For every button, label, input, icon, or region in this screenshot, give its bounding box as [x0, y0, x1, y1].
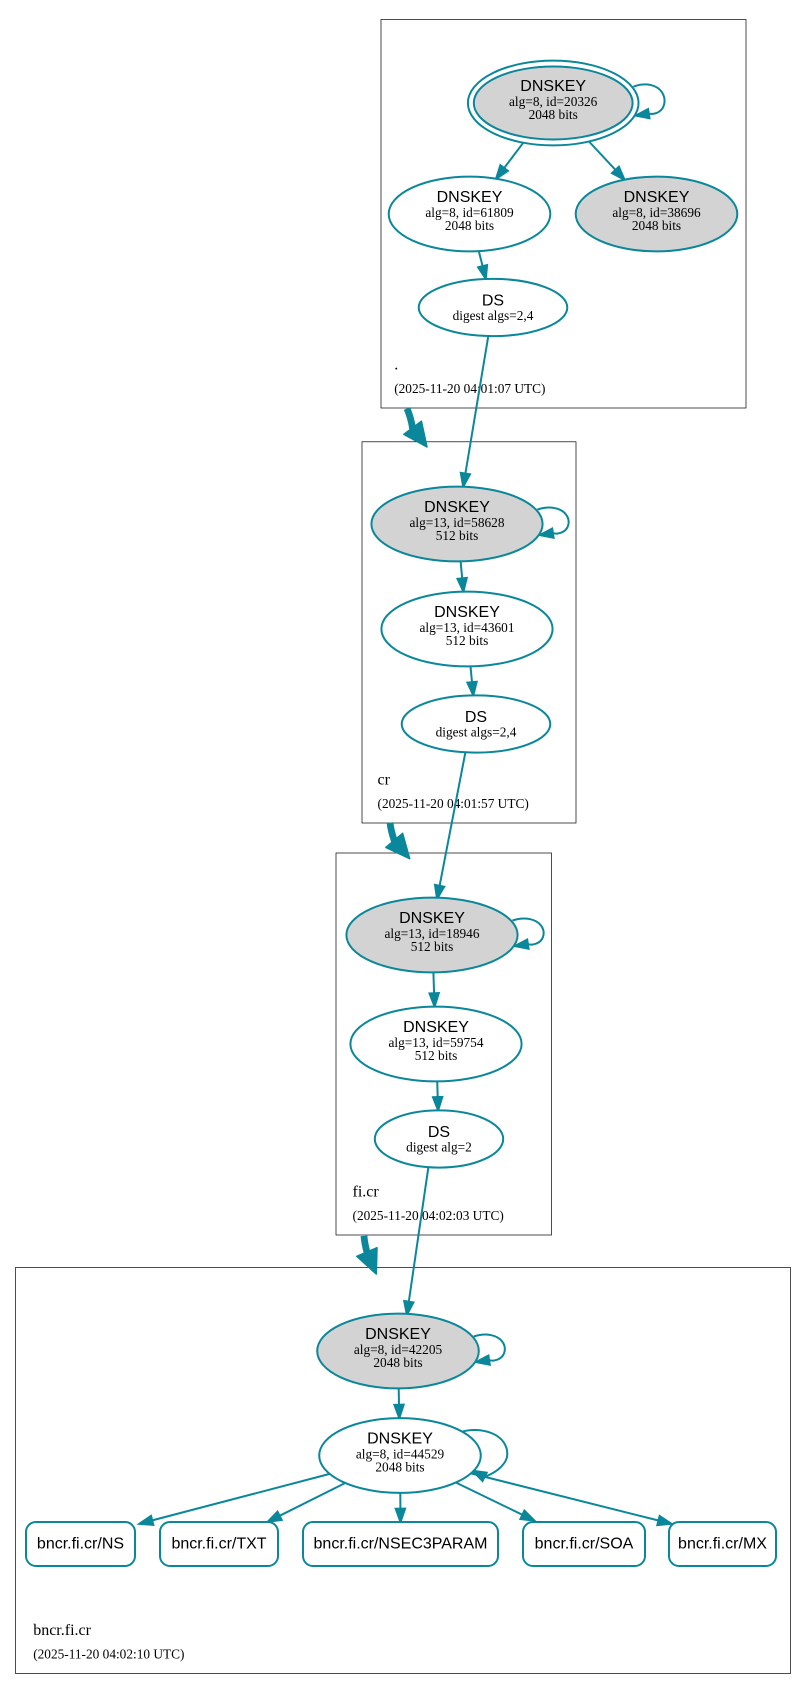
svg-text:512 bits: 512 bits — [411, 939, 454, 954]
svg-text:bncr.fi.cr/TXT: bncr.fi.cr/TXT — [171, 1536, 266, 1553]
svg-text:DS: DS — [428, 1124, 450, 1141]
svg-text:DNSKEY: DNSKEY — [403, 1019, 469, 1036]
svg-text:DNSKEY: DNSKEY — [367, 1430, 433, 1447]
svg-text:alg=8, id=44529: alg=8, id=44529 — [356, 1446, 445, 1461]
svg-text:DNSKEY: DNSKEY — [624, 189, 690, 206]
svg-text:digest alg=2: digest alg=2 — [406, 1139, 472, 1154]
svg-text:DS: DS — [482, 293, 504, 310]
svg-text:.: . — [394, 357, 398, 374]
svg-text:DNSKEY: DNSKEY — [437, 189, 503, 206]
svg-text:2048 bits: 2048 bits — [632, 218, 681, 233]
svg-text:alg=13, id=43601: alg=13, id=43601 — [420, 620, 515, 635]
svg-text:DNSKEY: DNSKEY — [434, 604, 500, 621]
svg-text:2048 bits: 2048 bits — [529, 107, 578, 122]
svg-text:512 bits: 512 bits — [436, 528, 479, 543]
svg-text:512 bits: 512 bits — [415, 1048, 458, 1063]
svg-text:alg=13, id=18946: alg=13, id=18946 — [385, 926, 480, 941]
svg-text:2048 bits: 2048 bits — [445, 218, 494, 233]
svg-text:fi.cr: fi.cr — [353, 1184, 380, 1201]
svg-text:alg=8, id=38696: alg=8, id=38696 — [612, 205, 701, 220]
svg-text:bncr.fi.cr/MX: bncr.fi.cr/MX — [678, 1536, 767, 1553]
svg-text:digest algs=2,4: digest algs=2,4 — [453, 308, 534, 323]
svg-text:digest algs=2,4: digest algs=2,4 — [436, 724, 517, 739]
svg-text:DNSKEY: DNSKEY — [520, 78, 586, 95]
svg-text:bncr.fi.cr/NS: bncr.fi.cr/NS — [37, 1536, 124, 1553]
svg-text:512 bits: 512 bits — [446, 633, 489, 648]
svg-text:(2025-11-20 04:01:57 UTC): (2025-11-20 04:01:57 UTC) — [378, 796, 529, 811]
svg-text:2048 bits: 2048 bits — [375, 1459, 424, 1474]
svg-text:(2025-11-20 04:02:03 UTC): (2025-11-20 04:02:03 UTC) — [353, 1208, 504, 1223]
svg-text:2048 bits: 2048 bits — [373, 1355, 422, 1370]
svg-text:alg=8, id=61809: alg=8, id=61809 — [425, 205, 514, 220]
svg-text:DNSKEY: DNSKEY — [424, 499, 490, 516]
svg-text:alg=8, id=20326: alg=8, id=20326 — [509, 94, 598, 109]
svg-text:DS: DS — [465, 709, 487, 726]
svg-text:bncr.fi.cr/NSEC3PARAM: bncr.fi.cr/NSEC3PARAM — [314, 1536, 488, 1553]
svg-text:cr: cr — [378, 772, 391, 789]
svg-text:DNSKEY: DNSKEY — [399, 910, 465, 927]
svg-text:bncr.fi.cr/SOA: bncr.fi.cr/SOA — [535, 1536, 634, 1553]
svg-text:alg=8, id=42205: alg=8, id=42205 — [354, 1342, 443, 1357]
svg-text:(2025-11-20 04:02:10 UTC): (2025-11-20 04:02:10 UTC) — [33, 1647, 184, 1662]
svg-text:alg=13, id=58628: alg=13, id=58628 — [410, 515, 505, 530]
svg-text:DNSKEY: DNSKEY — [365, 1326, 431, 1343]
svg-text:bncr.fi.cr: bncr.fi.cr — [33, 1622, 91, 1639]
svg-text:alg=13, id=59754: alg=13, id=59754 — [389, 1035, 484, 1050]
svg-text:(2025-11-20 04:01:07 UTC): (2025-11-20 04:01:07 UTC) — [394, 381, 545, 396]
